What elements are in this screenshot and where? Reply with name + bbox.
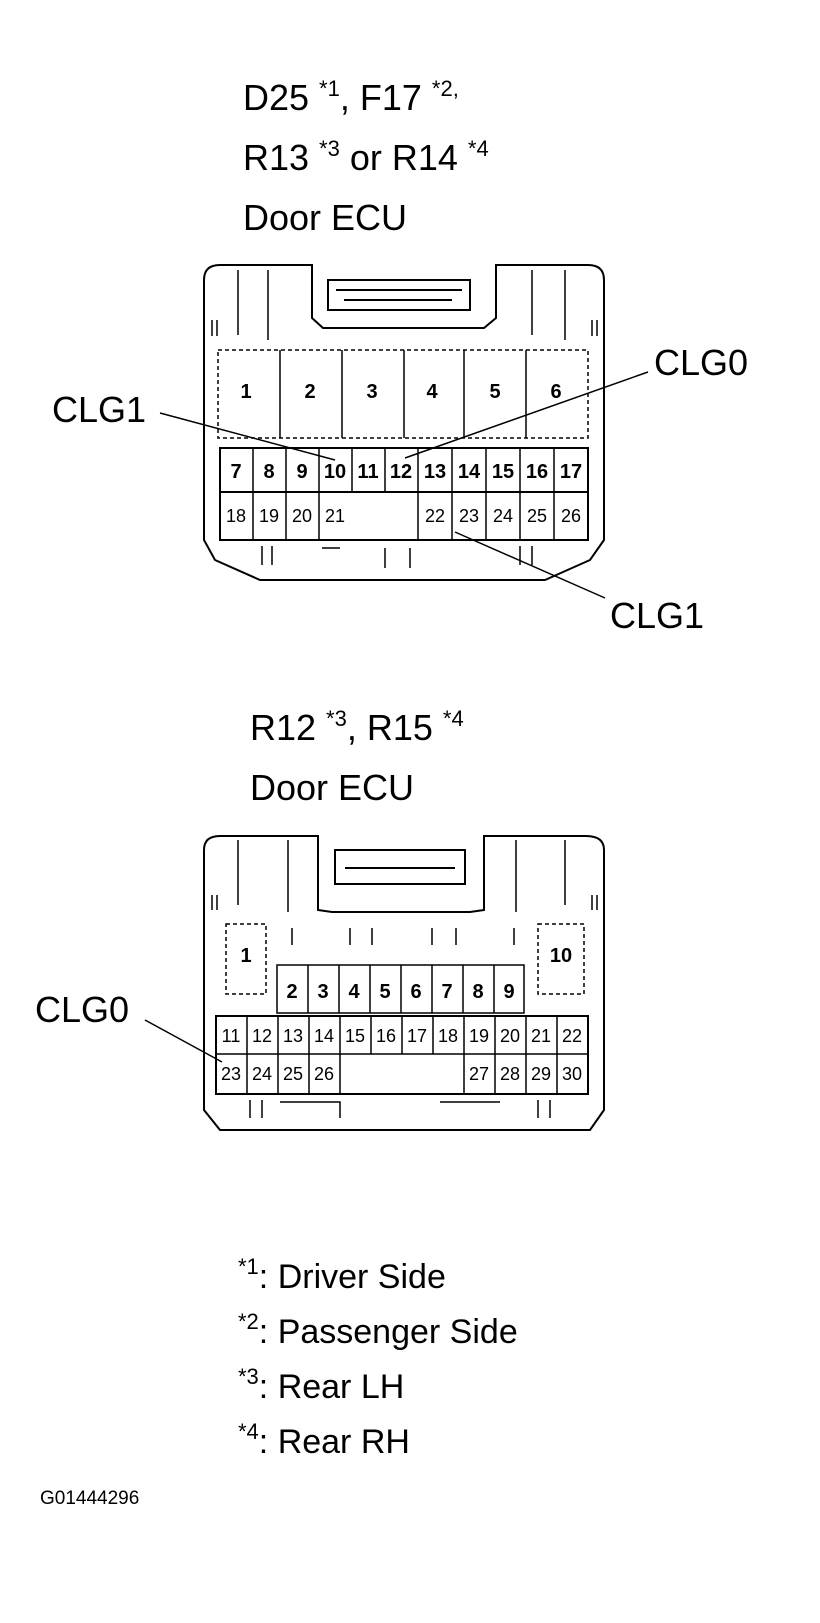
legend-item: *4: Rear RH	[238, 1419, 410, 1462]
pin-label: 3	[317, 981, 328, 1003]
connector-b	[203, 835, 605, 1131]
connector-a-callouts	[159, 371, 649, 599]
pin-label: 3	[366, 381, 377, 403]
legend: *1: Driver Side *2: Passenger Side *3: R…	[238, 1250, 518, 1470]
pin-label: 1	[240, 381, 251, 403]
pin-label: 7	[441, 981, 452, 1003]
pin-label: 15	[345, 1026, 365, 1046]
pin-label: 10	[324, 461, 346, 483]
connector-a-title: D25 *1, F17 *2, R13 *3 or R14 *4 Door EC…	[243, 68, 489, 248]
pin-label: 9	[296, 461, 307, 483]
connector-b-shell	[203, 835, 605, 1131]
connector-a-title-line3: Door ECU	[243, 197, 408, 238]
pin-label: 2	[304, 381, 315, 403]
figure-id: G01444296	[40, 1488, 140, 1509]
pin-label: 14	[314, 1026, 334, 1046]
pin-label: 20	[292, 506, 312, 526]
pin-label: 16	[526, 461, 548, 483]
pin-label: 12	[390, 461, 412, 483]
callout-clg0: CLG0	[654, 342, 748, 383]
callout-clg1-bottom: CLG1	[610, 595, 704, 636]
pin-label: 25	[527, 506, 547, 526]
pin-label: 5	[379, 981, 390, 1003]
pin-label: 25	[283, 1064, 303, 1084]
pin-label: 23	[459, 506, 479, 526]
pin-label: 4	[348, 981, 360, 1003]
legend-item: *3: Rear LH	[238, 1364, 405, 1407]
pin-label: 4	[426, 381, 438, 403]
connector-a-shell	[203, 264, 605, 581]
pin-label: 27	[469, 1064, 489, 1084]
pin-label: 1	[240, 945, 251, 967]
legend-item: *1: Driver Side	[238, 1254, 446, 1297]
pin-label: 29	[531, 1064, 551, 1084]
pin-label: 13	[283, 1026, 303, 1046]
legend-item: *2: Passenger Side	[238, 1309, 518, 1352]
pin-label: 30	[562, 1064, 582, 1084]
pin-label: 17	[560, 461, 582, 483]
connector-b-title-line2: Door ECU	[250, 767, 415, 808]
connector-a-latch	[327, 279, 471, 311]
pin-label: 11	[357, 461, 378, 483]
connector-b-title: R12 *3, R15 *4 Door ECU	[250, 698, 464, 818]
pin-label: 6	[550, 381, 561, 403]
pin-label: 22	[425, 506, 445, 526]
callout-clg0-b: CLG0	[35, 989, 129, 1030]
pin-label: 11	[222, 1026, 241, 1046]
pin-label: 22	[562, 1026, 582, 1046]
connector-a	[203, 264, 605, 581]
pin-label: 12	[252, 1026, 272, 1046]
pin-label: 18	[438, 1026, 458, 1046]
pin-label: 2	[286, 981, 297, 1003]
connector-b-callouts	[144, 1019, 223, 1063]
pin-label: 24	[493, 506, 513, 526]
pin-label: 23	[221, 1064, 241, 1084]
pin-label: 21	[325, 506, 345, 526]
pin-label: 15	[492, 461, 514, 483]
connector-b-latch	[334, 849, 466, 885]
pin-label: 19	[259, 506, 279, 526]
pin-label: 16	[376, 1026, 396, 1046]
pin-label: 18	[226, 506, 246, 526]
connector-b-title-line1: R12 *3, R15 *4	[250, 706, 464, 748]
pin-label: 6	[410, 981, 421, 1003]
pin-label: 20	[500, 1026, 520, 1046]
pin-label: 5	[489, 381, 500, 403]
callout-clg1-top: CLG1	[52, 389, 146, 430]
pin-label: 13	[424, 461, 446, 483]
pin-label: 8	[472, 981, 483, 1003]
pin-label: 10	[550, 945, 572, 967]
pin-label: 26	[561, 506, 581, 526]
connector-a-title-line2: R13 *3 or R14 *4	[243, 136, 489, 178]
connector-a-title-line1: D25 *1, F17 *2,	[243, 76, 459, 118]
pin-label: 26	[314, 1064, 334, 1084]
pin-label: 8	[263, 461, 274, 483]
pin-label: 7	[230, 461, 241, 483]
pin-label: 17	[407, 1026, 427, 1046]
pin-label: 21	[531, 1026, 551, 1046]
pin-label: 9	[503, 981, 514, 1003]
pin-label: 24	[252, 1064, 272, 1084]
pin-label: 14	[458, 461, 481, 483]
pin-label: 19	[469, 1026, 489, 1046]
pin-label: 28	[500, 1064, 520, 1084]
